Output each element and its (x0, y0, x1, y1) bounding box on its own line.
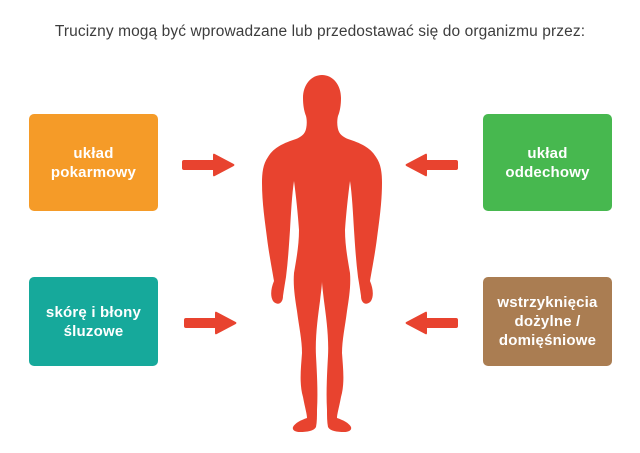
arrow-right-icon (182, 153, 235, 177)
box-digestive-system: układ pokarmowy (29, 114, 158, 211)
box-digestive-system-label: układ pokarmowy (50, 144, 137, 181)
box-injections: wstrzyknięcia dożylne / domięśniowe (483, 277, 612, 366)
arrow-left-icon (405, 153, 458, 177)
human-body-silhouette (262, 75, 382, 432)
arrow-left-icon (405, 311, 458, 335)
box-respiratory-system: układ oddechowy (483, 114, 612, 211)
page-title: Trucizny mogą być wprowadzane lub przedo… (54, 23, 586, 40)
box-skin-mucous-label: skórę i błony śluzowe (45, 303, 142, 340)
box-respiratory-system-label: układ oddechowy (505, 144, 590, 181)
arrow-right-icon (184, 311, 237, 335)
box-injections-label: wstrzyknięcia dożylne / domięśniowe (497, 294, 598, 349)
box-skin-mucous: skórę i błony śluzowe (29, 277, 158, 366)
